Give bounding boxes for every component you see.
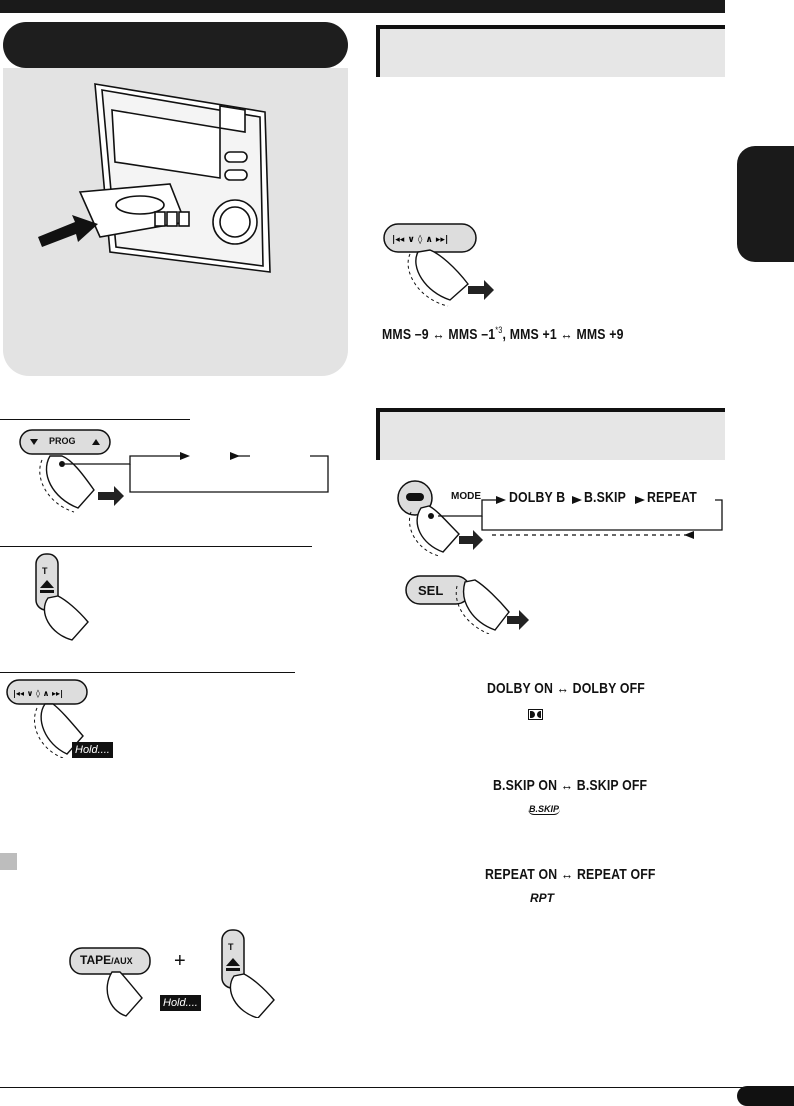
car-stereo-illustration [38, 83, 271, 273]
footnote-marker: *3 [495, 325, 503, 335]
bidirectional-arrow-icon: ↔ [556, 680, 573, 697]
repeat-on-text: REPEAT ON [485, 866, 558, 883]
dolby-setting: DOLBY ON ↔ DOLBY OFF [487, 680, 645, 697]
sel-label: SEL [418, 583, 444, 598]
eject-button-press [35, 553, 89, 641]
dolby-on-text: DOLBY ON [487, 680, 554, 697]
mms-section-header [376, 25, 725, 77]
hold-label: Hold.... [160, 995, 201, 1011]
repeat-off-text: REPEAT OFF [576, 866, 656, 883]
eject-hold-press [221, 929, 275, 1018]
top-bar [0, 0, 725, 13]
mms-right-end: MMS +9 [576, 326, 624, 343]
page-number-tab [737, 1086, 794, 1106]
bskip-indicator: B.SKIP [528, 804, 561, 815]
mms-left-start: MMS –9 [382, 326, 429, 343]
eject-t-label: T [42, 566, 48, 576]
bskip-on-text: B.SKIP ON [493, 777, 558, 794]
section-marker [0, 853, 17, 870]
prog-label: PROG [49, 436, 76, 446]
mode-item-bskip: B.SKIP [584, 489, 626, 506]
divider [0, 419, 190, 420]
dolby-off-text: DOLBY OFF [572, 680, 645, 697]
mms-separator: , [502, 326, 507, 343]
bskip-setting: B.SKIP ON ↔ B.SKIP OFF [493, 777, 647, 794]
language-side-tab [737, 146, 794, 262]
mms-sequence: MMS –9 ↔ MMS –1*3, MMS +1 ↔ MMS +9 [382, 325, 624, 343]
dolby-double-d-icon [528, 709, 543, 720]
rpt-indicator: RPT [530, 891, 554, 905]
bidirectional-arrow-icon: ↔ [560, 777, 577, 794]
tape-aux-label: TAPE/AUX [80, 953, 133, 967]
up-down-hold-press: |◂◂ ∨ ◊ ∧ ▸▸| [6, 679, 88, 758]
prog-button-press [19, 429, 124, 513]
sel-button-press [405, 575, 529, 634]
aux-label: /AUX [111, 956, 133, 966]
plus-sign: + [174, 950, 186, 972]
divider [0, 546, 312, 547]
mode-button-press [397, 480, 483, 557]
tape-aux-button-press [69, 947, 151, 1017]
svg-text:|◂◂ ∨ ◊ ∧ ▸▸|: |◂◂ ∨ ◊ ∧ ▸▸| [392, 234, 448, 245]
mms-right-start: MMS +1 [509, 326, 557, 343]
prog-flow-lines [65, 452, 329, 493]
bidirectional-arrow-icon: ↔ [560, 866, 577, 883]
svg-text:|◂◂ ∨ ◊ ∧ ▸▸|: |◂◂ ∨ ◊ ∧ ▸▸| [13, 689, 63, 698]
bidirectional-arrow-icon: ↔ [560, 326, 573, 343]
repeat-setting: REPEAT ON ↔ REPEAT OFF [485, 866, 656, 883]
bskip-off-text: B.SKIP OFF [576, 777, 648, 794]
section-title-pill [3, 22, 348, 68]
divider [0, 672, 295, 673]
mode-item-dolby-b: DOLBY B [509, 489, 566, 506]
mode-flow-lines [438, 496, 723, 539]
settings-section-header [376, 408, 725, 460]
bottom-rule [0, 1087, 794, 1088]
eject-t-label: T [228, 942, 234, 952]
tape-label: TAPE [80, 953, 112, 967]
mms-left-end: MMS –1 [448, 326, 496, 343]
up-down-button-press: |◂◂ ∨ ◊ ∧ ▸▸| [383, 223, 494, 307]
hold-label: Hold.... [72, 742, 113, 758]
mode-label: MODE [451, 491, 481, 502]
mode-item-repeat: REPEAT [647, 489, 697, 506]
bidirectional-arrow-icon: ↔ [432, 326, 445, 343]
